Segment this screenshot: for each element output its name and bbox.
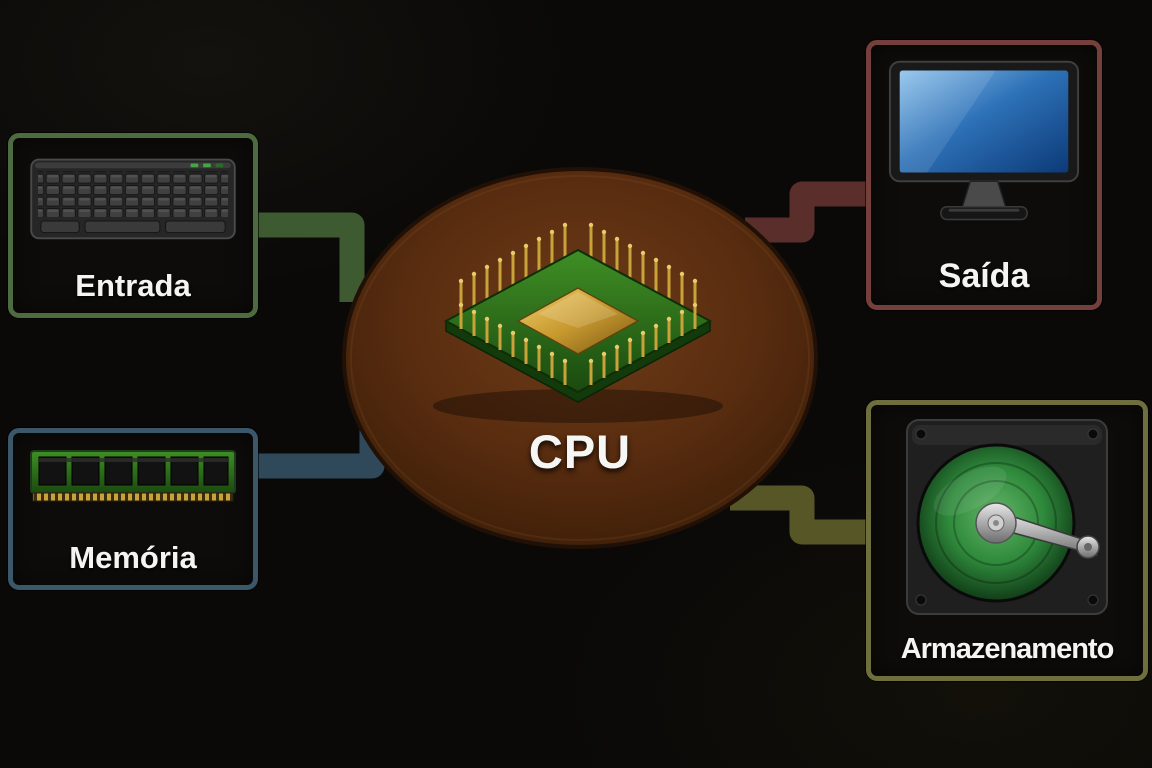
node-saida-label: Saída [938, 256, 1030, 295]
connector-memoria [252, 424, 385, 479]
cpu-label: CPU [528, 425, 632, 478]
node-memoria: Memória [8, 428, 258, 590]
node-saida: Saída [866, 40, 1102, 310]
cpu-chip-icon [433, 221, 723, 423]
node-memoria-label: Memória [69, 539, 197, 575]
ram-icon [30, 450, 236, 502]
hdd-icon [906, 419, 1108, 615]
node-entrada-label: Entrada [75, 267, 191, 303]
node-entrada: Entrada [8, 133, 258, 318]
connector-entrada [252, 212, 365, 302]
node-armazenamento: Armazenamento [866, 400, 1148, 681]
monitor-icon [888, 60, 1080, 221]
keyboard-icon [30, 158, 236, 240]
cpu-circle-rim [350, 175, 810, 541]
connector-armazenamento [730, 485, 872, 545]
node-armazenamento-label: Armazenamento [900, 633, 1115, 666]
connector-saida [745, 181, 872, 243]
